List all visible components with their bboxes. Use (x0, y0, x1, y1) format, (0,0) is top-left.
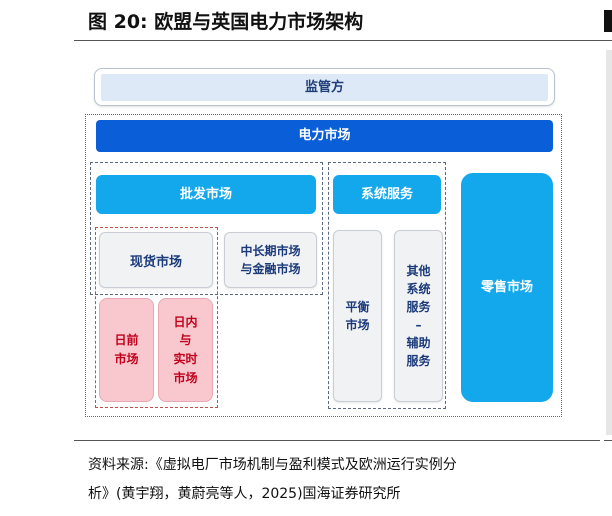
mid-long-term-line: 中长期市场 (240, 244, 301, 258)
wholesale-market-box: 批发市场 (96, 175, 316, 214)
source-line: 析》(黄宇翔，黄蔚亮等人，2025)国海证券研究所 (88, 486, 401, 502)
system-services-group-frame (328, 162, 446, 409)
regulator-box: 监管方 (101, 74, 548, 101)
figure-title: 图 20: 欧盟与英国电力市场架构 (88, 11, 364, 33)
mid-long-term-box: 中长期市场 与金融市场 (224, 232, 317, 288)
other-services-line: 服务 (406, 300, 431, 314)
intraday-line: 与 (179, 333, 192, 348)
cropped-neighbor-panel (606, 50, 612, 435)
wholesale-group-frame (90, 162, 323, 295)
source-line: 资料来源:《虚拟电厂市场机制与盈利模式及欧洲运行实例分 (88, 457, 457, 473)
other-services-line: 其他 (406, 264, 431, 278)
other-services-line: 系统 (406, 282, 431, 296)
mid-long-term-line: 与金融市场 (240, 262, 301, 276)
balancing-market-line: 市场 (345, 318, 370, 332)
intraday-market-box: 日内 与 实时 市场 (158, 298, 213, 402)
other-services-line: 服务 (406, 354, 431, 368)
power-market-frame (85, 114, 562, 417)
system-services-box: 系统服务 (333, 175, 441, 214)
source-divider (74, 440, 600, 441)
other-services-line: 辅助 (406, 336, 431, 350)
intraday-line: 日内 (173, 314, 198, 329)
day-ahead-line: 日前 (114, 333, 139, 348)
day-ahead-market-box: 日前 市场 (99, 298, 154, 402)
title-divider (74, 40, 612, 41)
neighbor-source-divider (604, 440, 612, 441)
balancing-market-box: 平衡 市场 (333, 230, 382, 402)
intraday-line: 实时 (173, 352, 198, 366)
power-market-box: 电力市场 (96, 120, 553, 152)
other-services-line: – (415, 318, 422, 332)
retail-market-box: 零售市场 (461, 173, 553, 402)
source-note: 资料来源:《虚拟电厂市场机制与盈利模式及欧洲运行实例分 析》(黄宇翔，黄蔚亮等人… (88, 451, 578, 509)
balancing-market-line: 平衡 (345, 300, 370, 314)
cropped-neighbor-title (604, 10, 612, 32)
spot-market-box: 现货市场 (99, 232, 213, 288)
other-services-box: 其他 系统 服务 – 辅助 服务 (394, 230, 443, 402)
day-ahead-line: 市场 (114, 352, 139, 366)
spot-group-frame (95, 227, 218, 408)
intraday-line: 市场 (173, 370, 198, 385)
